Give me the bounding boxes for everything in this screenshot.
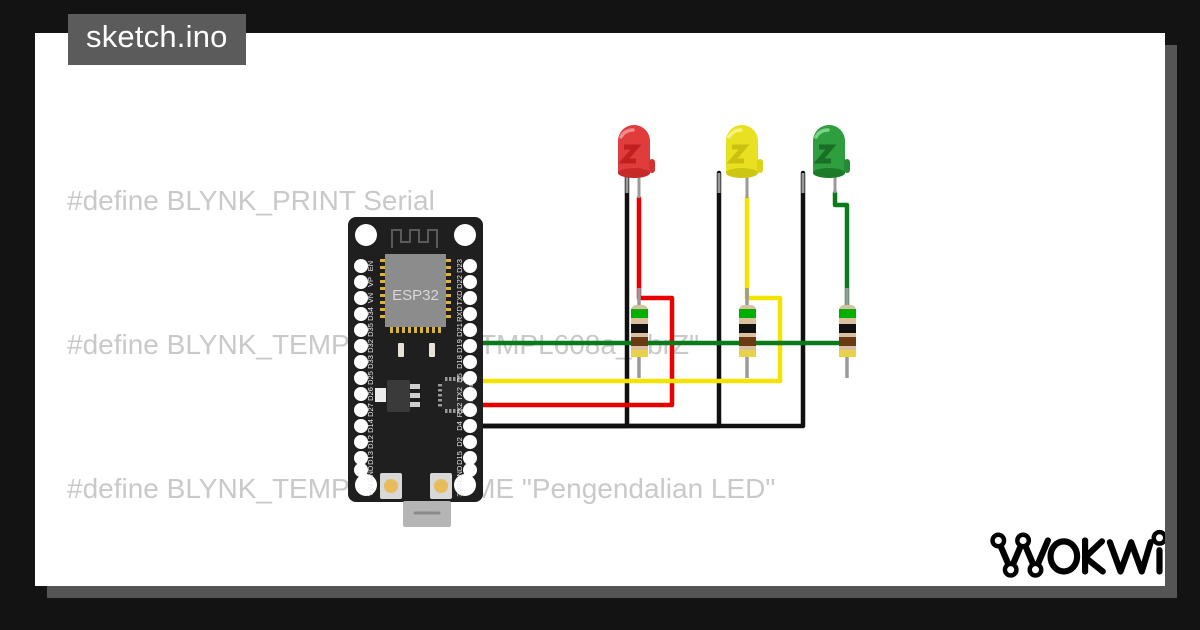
pin-label-d19: D19 — [455, 339, 464, 353]
pin-label-vn: VN — [366, 293, 375, 303]
pin-label-d15: D15 — [455, 451, 464, 465]
pin-label-d26: D26 — [366, 387, 375, 401]
pin-label-d21: D21 — [455, 323, 464, 337]
wire-yellow-d4[interactable] — [476, 195, 783, 384]
pin-label-d34: D34 — [366, 307, 375, 321]
pin-label-d13: D13 — [366, 451, 375, 465]
pin-label-d27: D27 — [366, 403, 375, 417]
pin-label-d5: D5 — [455, 373, 464, 383]
pin-label-gnd: GND — [455, 465, 464, 482]
resistor-1[interactable] — [631, 288, 648, 378]
led-green[interactable] — [801, 125, 850, 193]
pin-label-vin: VIN — [366, 484, 375, 497]
pin-label-rx2: RX2 — [455, 403, 464, 418]
board-button-enable[interactable] — [430, 473, 452, 499]
pin-label-d25: D25 — [366, 371, 375, 385]
pin-label-d22: D22 — [455, 275, 464, 289]
pin-label-d33: D33 — [366, 355, 375, 369]
resistor-2[interactable] — [739, 288, 756, 378]
wire-green-d5[interactable] — [476, 190, 850, 346]
pin-label-rxd: RXD — [455, 306, 464, 322]
pin-label-d35: D35 — [366, 323, 375, 337]
pin-label-d12: D12 — [366, 435, 375, 449]
led-red[interactable] — [618, 125, 655, 198]
pin-label-3v3: 3V3 — [455, 483, 464, 496]
wokwi-logo[interactable] — [988, 521, 1165, 583]
sketch-preview-card: #define BLYNK_PRINT Serial #define BLYNK… — [35, 33, 1165, 586]
pin-label-en: EN — [366, 261, 375, 271]
led-yellow[interactable] — [717, 125, 763, 198]
wire-red-d2[interactable] — [476, 195, 675, 408]
board-silkscreen-label: ESP32 — [392, 287, 439, 304]
pin-label-d14: D14 — [366, 419, 375, 433]
board-button-boot[interactable] — [380, 473, 402, 499]
pin-header-right[interactable] — [463, 259, 477, 477]
esp32-board[interactable]: ESP32 — [348, 217, 483, 527]
pin-label-d23: D23 — [455, 259, 464, 273]
pin-label-d4: D4 — [455, 421, 464, 431]
pin-label-d32: D32 — [366, 339, 375, 353]
usb-connector — [403, 501, 451, 527]
wire-gnd-bus[interactable] — [476, 170, 806, 429]
pin-label-tx2: TX2 — [455, 387, 464, 401]
circuit-diagram: ESP32 — [348, 125, 856, 527]
pin-header-left[interactable] — [354, 259, 368, 477]
pin-label-vp: VP — [366, 277, 375, 287]
pin-label-txd: TXD — [455, 290, 464, 306]
filename-tab[interactable]: sketch.ino — [68, 14, 246, 65]
pin-label-d2: D2 — [455, 437, 464, 447]
resistor-3[interactable] — [839, 288, 856, 378]
pin-labels-right: D23D22TXDRXDD21D19D18D5TX2RX2D4D2D15GND3… — [455, 259, 464, 497]
pin-label-gnd: GND — [366, 465, 375, 482]
pin-label-d18: D18 — [455, 355, 464, 369]
